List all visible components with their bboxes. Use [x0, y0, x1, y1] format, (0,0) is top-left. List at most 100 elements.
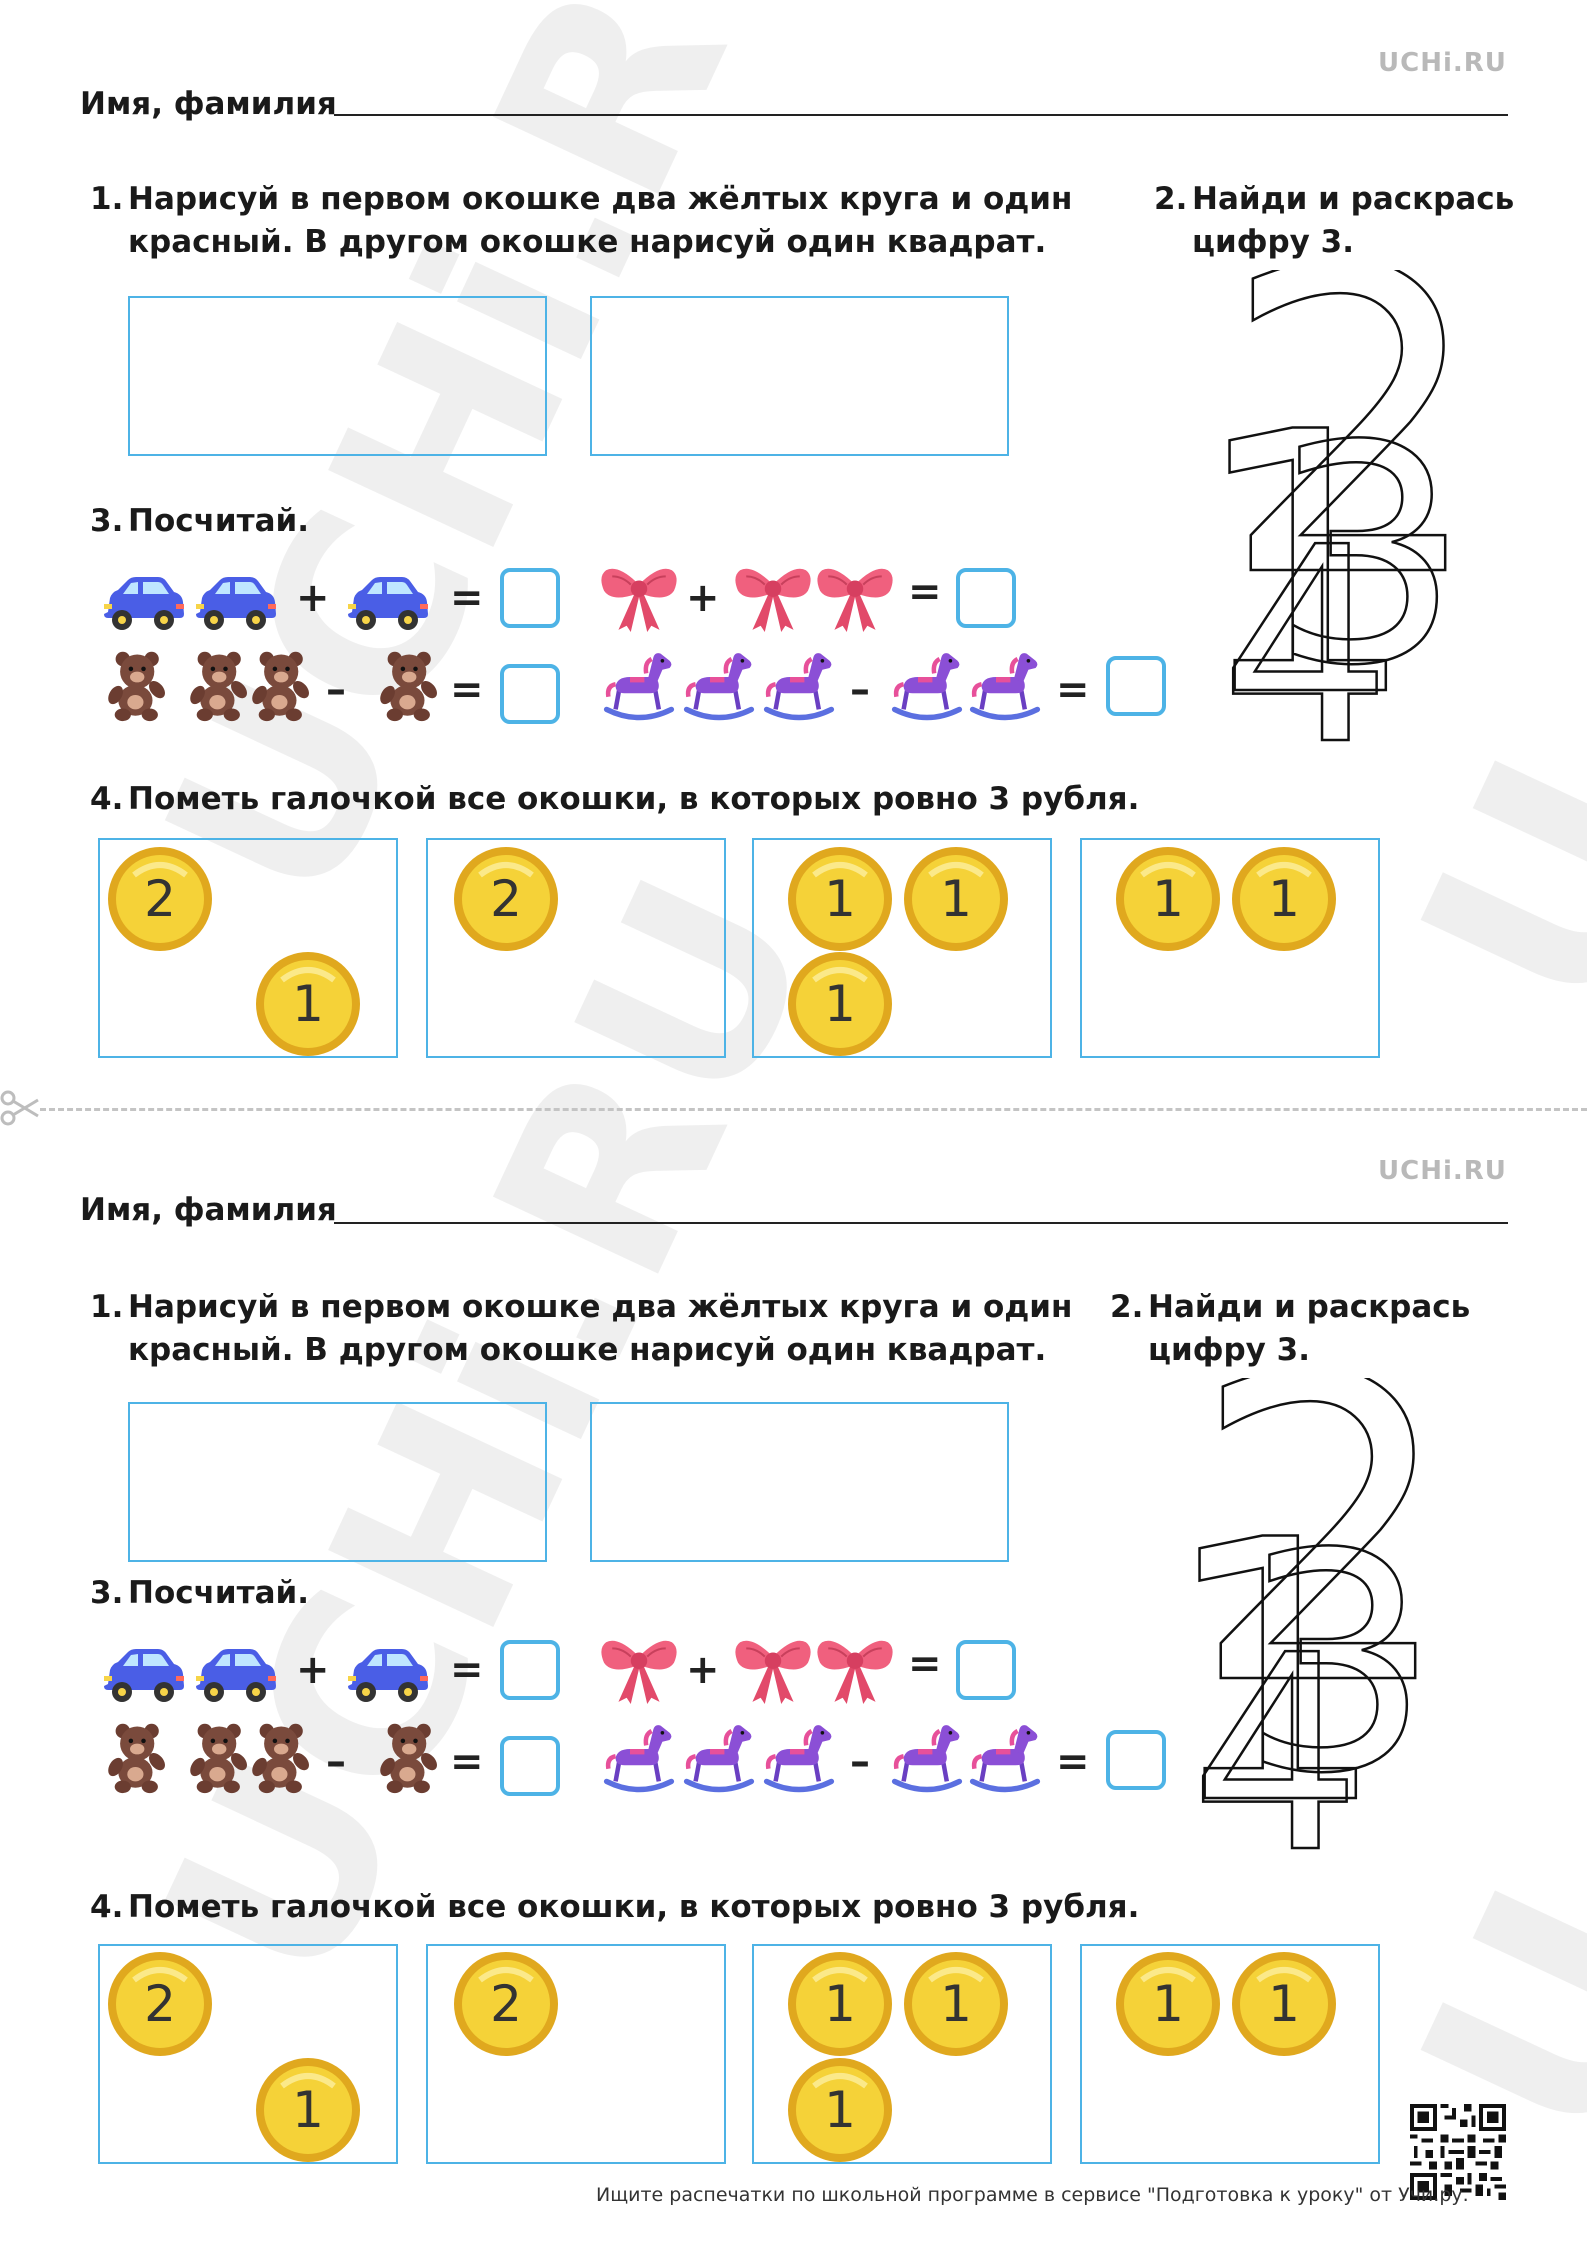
coin-box-4[interactable]: [1080, 838, 1380, 1058]
equals-sign: =: [1056, 1739, 1090, 1785]
coin-value: 1: [824, 870, 856, 928]
coin-icon: 2: [454, 1952, 558, 2056]
task1-line2: красный. В другом окошке нарисуй один кв…: [128, 224, 1047, 260]
drawing-box-2[interactable]: [590, 296, 1009, 456]
task3-text: 3.Посчитай.: [90, 1572, 309, 1615]
coin-icon: 1: [1116, 847, 1220, 951]
task1-number: 1.: [90, 181, 124, 217]
digit-3-outline: 3: [1240, 1490, 1431, 1839]
answer-box[interactable]: [500, 1640, 560, 1700]
name-line[interactable]: [334, 114, 1508, 116]
task4-label: Пометь галочкой все окошки, в которых ро…: [128, 781, 1140, 817]
coin-box-3[interactable]: [752, 1944, 1052, 2164]
bow-icon: [730, 1634, 816, 1706]
watermark-fragment: U: [1360, 713, 1587, 1058]
coin-value: 1: [824, 975, 856, 1033]
overlapping-digits-puzzle[interactable]: 2 1 3 4: [1160, 270, 1480, 750]
teddy-bear-icon: [368, 650, 454, 722]
coin-icon: 1: [1232, 1952, 1336, 2056]
task4-number: 4.: [90, 781, 124, 817]
task2-number: 2.: [1154, 181, 1188, 217]
coin-box-1[interactable]: [98, 838, 398, 1058]
coin-box-2[interactable]: [426, 1944, 726, 2164]
task2-line2: цифру 3.: [1148, 1332, 1310, 1368]
answer-box[interactable]: [500, 568, 560, 628]
coin-value: 1: [1152, 1975, 1184, 2033]
task2-text: 2.Найди и раскрась цифру 3.: [1154, 178, 1514, 264]
name-label: Имя, фамилия: [80, 86, 337, 122]
task4-text: 4.Пометь галочкой все окошки, в которых …: [90, 778, 1139, 821]
coin-value: 2: [144, 1975, 176, 2033]
footer-text: Ищите распечатки по школьной программе в…: [596, 2184, 1469, 2206]
coin-box-2[interactable]: [426, 838, 726, 1058]
answer-box[interactable]: [500, 1736, 560, 1796]
coin-value: 1: [940, 1975, 972, 2033]
plus-sign: +: [296, 1647, 330, 1693]
car-icon: [344, 568, 430, 640]
drawing-box-1[interactable]: [128, 296, 547, 456]
teddy-bear-icon: [240, 1722, 326, 1794]
answer-box[interactable]: [1106, 1730, 1166, 1790]
drawing-box-2[interactable]: [590, 1402, 1009, 1562]
drawing-box-1[interactable]: [128, 1402, 547, 1562]
coin-icon: 1: [788, 952, 892, 1056]
plus-sign: +: [296, 575, 330, 621]
task1-line2: красный. В другом окошке нарисуй один кв…: [128, 1332, 1047, 1368]
coin-value: 2: [490, 870, 522, 928]
answer-box[interactable]: [500, 664, 560, 724]
answer-box[interactable]: [1106, 656, 1166, 716]
digit-1-outline: 1: [1190, 356, 1419, 750]
equals-sign: =: [908, 1641, 942, 1687]
digit-3-outline: 3: [1270, 382, 1461, 731]
name-line[interactable]: [334, 1222, 1508, 1224]
equals-sign: =: [450, 1647, 484, 1693]
scissors-icon: [0, 1090, 39, 1126]
coin-icon: 2: [108, 847, 212, 951]
minus-sign: –: [850, 667, 870, 713]
brand-logo: UCHi.RU: [1378, 48, 1507, 78]
task3-label: Посчитай.: [128, 503, 310, 539]
digit-2-outline: 2: [1220, 270, 1480, 670]
coin-value: 1: [940, 870, 972, 928]
rocking-horse-icon: [596, 1722, 682, 1794]
coin-box-4[interactable]: [1080, 1944, 1380, 2164]
coin-value: 1: [824, 2081, 856, 2139]
coin-box-3[interactable]: [752, 838, 1052, 1058]
task1-line1: Нарисуй в первом окошке два жёлтых круга…: [128, 181, 1073, 217]
rocking-horse-icon: [676, 1722, 762, 1794]
task2-text: 2.Найди и раскрась цифру 3.: [1110, 1286, 1470, 1372]
rocking-horse-icon: [962, 1722, 1048, 1794]
bow-icon: [596, 1634, 682, 1706]
overlapping-digits-puzzle[interactable]: 2 1 3 4: [1130, 1378, 1450, 1858]
bow-icon: [812, 562, 898, 634]
digit-4-outline: 4: [1220, 489, 1392, 750]
answer-box[interactable]: [956, 1640, 1016, 1700]
teddy-bear-icon: [96, 1722, 182, 1794]
plus-sign: +: [686, 1647, 720, 1693]
equals-sign: =: [450, 575, 484, 621]
rocking-horse-icon: [596, 650, 682, 722]
coin-icon: 1: [904, 847, 1008, 951]
minus-sign: –: [850, 1739, 870, 1785]
plus-sign: +: [686, 575, 720, 621]
task4-label: Пометь галочкой все окошки, в которых ро…: [128, 1889, 1140, 1925]
task3-label: Посчитай.: [128, 1575, 310, 1611]
coin-icon: 2: [108, 1952, 212, 2056]
digit-4-outline: 4: [1190, 1597, 1362, 1858]
car-icon: [344, 1640, 430, 1712]
coin-icon: 1: [904, 1952, 1008, 2056]
rocking-horse-icon: [884, 650, 970, 722]
brand-logo: UCHi.RU: [1378, 1156, 1507, 1186]
car-icon: [100, 1640, 186, 1712]
coin-icon: 1: [788, 1952, 892, 2056]
equals-sign: =: [1056, 667, 1090, 713]
rocking-horse-icon: [884, 1722, 970, 1794]
task3-number: 3.: [90, 503, 124, 539]
coin-box-1[interactable]: [98, 1944, 398, 2164]
rocking-horse-icon: [962, 650, 1048, 722]
coin-value: 2: [144, 870, 176, 928]
rocking-horse-icon: [756, 1722, 842, 1794]
digit-1-outline: 1: [1160, 1464, 1389, 1858]
answer-box[interactable]: [956, 568, 1016, 628]
task2-number: 2.: [1110, 1289, 1144, 1325]
